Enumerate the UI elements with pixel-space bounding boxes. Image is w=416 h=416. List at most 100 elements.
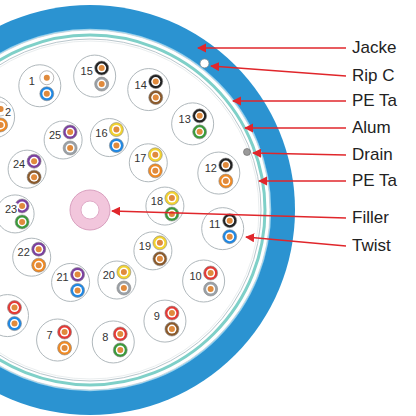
conductor [148,164,162,178]
callout-number: 13 [178,113,192,125]
twisted-pair [0,195,34,233]
copper [169,326,175,332]
insulation [40,71,54,85]
copper [117,347,123,353]
insulation [153,252,167,266]
insulation [165,306,179,320]
insulation-inner [221,177,230,186]
twisted-pair [13,238,51,276]
twisted-pair [44,121,82,159]
callout-number: 8 [101,331,109,343]
copper [12,305,18,311]
part-label: PE Ta [352,171,397,191]
copper [227,234,233,240]
insulation-inner [206,269,215,278]
insulation-inner [225,216,234,225]
conductor [32,242,46,256]
insulation [193,109,207,123]
part-label: Rip C [352,66,395,86]
insulation [148,148,162,162]
leader-line [112,211,346,218]
insulation [40,87,54,101]
pair-outline [183,260,225,302]
pair-outline [134,232,172,270]
insulation-inner [60,344,69,353]
callout-number: 18 [150,195,164,207]
insulation [71,283,85,297]
copper [0,122,4,128]
copper [19,203,25,209]
callout-number: 1 [28,75,36,87]
conductor [109,139,123,153]
conductor [71,267,85,281]
insulation-inner [119,268,128,277]
twisted-pair [37,319,79,361]
pair-outline [0,295,29,337]
conductor [153,252,167,266]
insulation [204,282,218,296]
conductor [8,317,22,331]
insulation-inner [42,89,51,98]
insulation-inner [10,303,19,312]
conductor [95,61,109,75]
jacket-inner-edge [0,30,271,391]
insulation [223,230,237,244]
callout-number: 19 [138,240,152,252]
conductor [117,281,131,295]
conductor [40,71,54,85]
part-label: Drain [352,145,393,165]
callout-number: 23 [4,203,18,215]
pair-outline [146,187,184,225]
copper [227,218,233,224]
conductor [8,301,22,315]
insulation-inner [206,285,215,294]
insulation [117,265,131,279]
conductor [0,118,8,132]
conductor [113,327,127,341]
conductor [148,148,162,162]
copper [113,127,119,133]
insulation [15,215,29,229]
conductor [27,170,41,184]
twisted-pair [146,187,184,225]
conductor [27,154,41,168]
pair-outline [44,121,82,159]
pair-outline [92,321,134,363]
copper [99,65,105,71]
insulation [8,317,22,331]
insulation-inner [30,157,39,166]
copper [75,271,81,277]
callout-number: 22 [17,246,31,258]
insulation-inner [155,254,164,263]
insulation-inner [167,210,176,219]
copper [152,168,158,174]
conductor [58,325,72,339]
insulation [27,170,41,184]
insulation-inner [155,238,164,247]
insulation [153,236,167,250]
insulation [165,322,179,336]
callout-number: 7 [46,329,54,341]
pair-outline [172,103,214,145]
insulation-inner [66,143,75,152]
callout-number: 20 [102,269,116,281]
copper [31,158,37,164]
insulation-inner [30,173,39,182]
callout-number: 21 [55,271,69,283]
callout-number: 2 [4,106,12,118]
copper [153,95,159,101]
copper [169,310,175,316]
conductor [58,341,72,355]
copper [99,81,105,87]
twisted-pair [52,263,90,301]
twisted-pair [0,295,29,337]
insulation [32,242,46,256]
pair-outline [74,55,116,97]
conductor [15,215,29,229]
pair-outline [144,300,186,342]
insulation-inner [97,80,106,89]
conductor [165,322,179,336]
insulation-inner [151,77,160,86]
twisted-pair [19,65,61,107]
leader-line [259,180,346,181]
